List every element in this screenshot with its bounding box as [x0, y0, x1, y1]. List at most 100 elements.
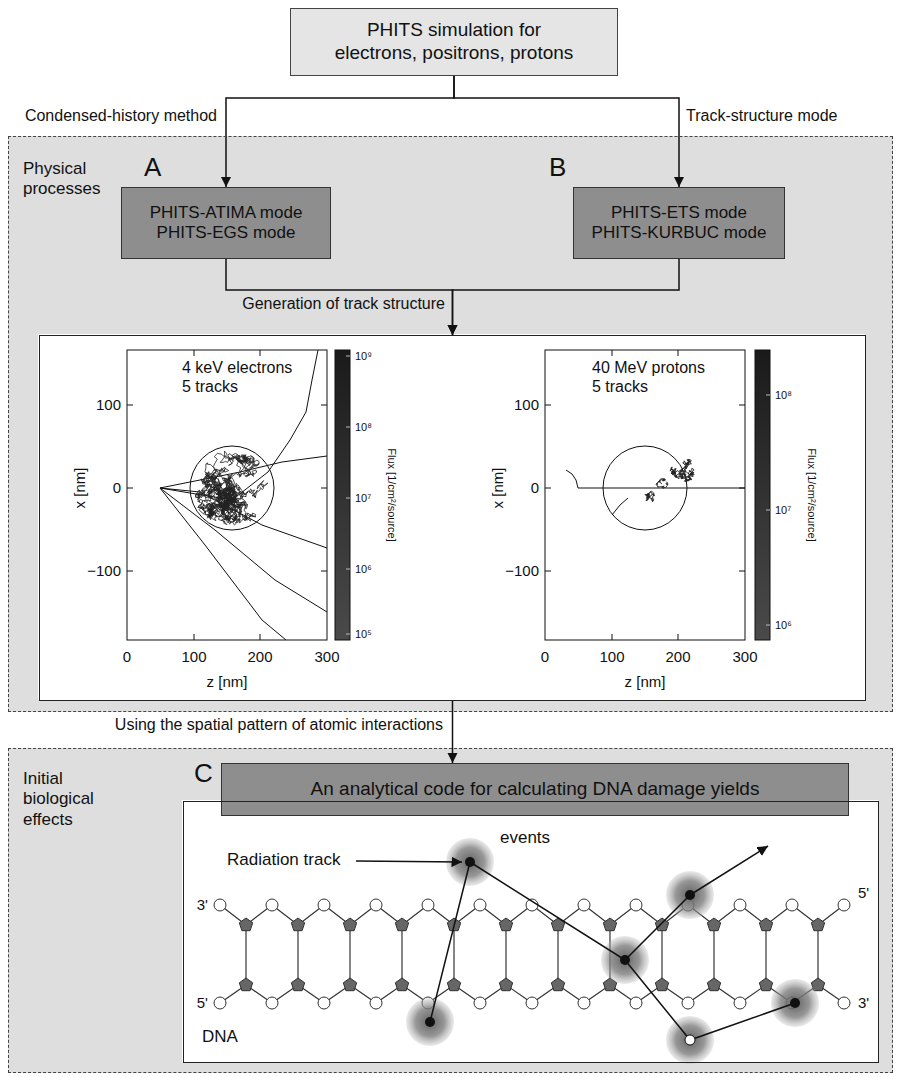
colorbar-label: 10⁸ — [775, 389, 792, 402]
panel-fill — [182, 800, 878, 1062]
code-box: CAn analytical code for calculating DNA … — [221, 763, 849, 816]
sugar — [239, 918, 252, 931]
colorbar — [755, 350, 770, 640]
connector — [226, 259, 453, 335]
colorbar-ticks — [346, 356, 350, 634]
phosphate — [370, 997, 382, 1009]
phosphate — [526, 997, 538, 1009]
event-dot — [620, 955, 630, 965]
base-pair — [817, 925, 818, 985]
phosphate — [630, 899, 642, 911]
phosphate — [682, 997, 694, 1009]
panel-letter: A — [144, 152, 161, 183]
colorbar-ticks — [766, 395, 770, 625]
phosphate — [734, 997, 746, 1009]
backbone — [272, 905, 324, 1003]
callout-text: Radiation track — [227, 850, 340, 870]
sugar — [759, 978, 772, 991]
electron-track — [160, 488, 327, 612]
axis-label: 100 — [514, 396, 539, 413]
phosphate — [214, 899, 226, 911]
base-pair — [557, 925, 558, 985]
colorbar-label: 10⁶ — [775, 619, 792, 632]
right-plot — [545, 350, 770, 640]
plot-title: 4 keV electrons 5 tracks — [182, 358, 300, 396]
axis-label: z [nm] — [207, 673, 248, 690]
phosphate — [422, 899, 434, 911]
event-dot — [425, 1017, 435, 1027]
event-dot — [790, 998, 800, 1008]
base-pair — [297, 925, 298, 985]
phosphate — [318, 997, 330, 1009]
sugar — [499, 918, 512, 931]
phosphate — [786, 899, 798, 911]
base-pair — [661, 925, 662, 985]
phosphate — [838, 997, 850, 1009]
axis-label: 0 — [123, 648, 131, 665]
strand-end: 3' — [858, 994, 869, 1011]
backbone — [324, 905, 376, 1003]
target-circle — [190, 446, 274, 530]
delta-track — [566, 470, 578, 488]
mode-box: BPHITS-ETS mode PHITS-KURBUC mode — [573, 187, 785, 259]
axis-label: −100 — [505, 562, 539, 579]
track-scribble — [670, 459, 694, 481]
track-scribble — [656, 479, 668, 489]
tick-marks — [545, 350, 745, 640]
event-halo — [771, 979, 819, 1027]
callout-text: events — [500, 828, 550, 848]
node-text: PHITS simulation for electrons, positron… — [329, 19, 580, 65]
box-text: An analytical code for calculating DNA d… — [311, 778, 760, 801]
dashed-region: Initial biological effectsCAn analytical… — [8, 748, 893, 1073]
track-lines — [430, 862, 795, 1040]
backbone — [688, 905, 740, 1003]
sugar — [239, 978, 252, 991]
track-exit-arrow — [690, 846, 768, 895]
colorbar — [335, 350, 350, 640]
colorbar-label: 10⁹ — [355, 350, 372, 363]
dna-ladder — [214, 899, 850, 1009]
event-halo — [406, 998, 454, 1046]
delta-track — [612, 498, 628, 515]
sugar — [655, 978, 668, 991]
electron-cloud — [195, 451, 268, 525]
strand-end: 3' — [197, 896, 208, 913]
proton-cluster — [645, 459, 694, 501]
box-text: PHITS-ETS mode PHITS-KURBUC mode — [582, 203, 777, 244]
base-pair — [245, 925, 246, 985]
axis-label: z [nm] — [625, 673, 666, 690]
node-text: Physical processes — [23, 159, 118, 200]
tick-marks — [127, 350, 327, 640]
box-text: PHITS-ATIMA mode PHITS-EGS mode — [134, 203, 319, 244]
base-pair — [765, 925, 766, 985]
sugar — [291, 978, 304, 991]
node-text: Initial biological effects — [23, 769, 123, 830]
sugar — [395, 978, 408, 991]
callout-text: DNA — [202, 1027, 238, 1047]
phosphate — [578, 899, 590, 911]
base-pair — [349, 925, 350, 985]
event-dot — [685, 890, 695, 900]
track-scribble — [195, 470, 239, 524]
colorbar-label: Flux [1/cm²/source] — [806, 448, 819, 542]
base-pair — [453, 925, 454, 985]
axis-label: 0 — [531, 479, 539, 496]
axis-label: 300 — [732, 648, 757, 665]
process-box: PHITS simulation for electrons, positron… — [290, 8, 618, 76]
sugar — [655, 918, 668, 931]
event-halo — [666, 1016, 714, 1064]
mode-box: APHITS-ATIMA mode PHITS-EGS mode — [121, 187, 331, 259]
sugar — [603, 918, 616, 931]
plot-frame — [545, 350, 745, 640]
backbone — [220, 905, 272, 1003]
phosphate — [838, 899, 850, 911]
colorbar-label: 10⁷ — [355, 492, 371, 505]
axis-label: 200 — [247, 648, 272, 665]
phosphate — [370, 899, 382, 911]
sugar — [395, 918, 408, 931]
axis-label: 100 — [599, 648, 624, 665]
phosphate — [266, 899, 278, 911]
panel-letter: C — [194, 758, 213, 789]
